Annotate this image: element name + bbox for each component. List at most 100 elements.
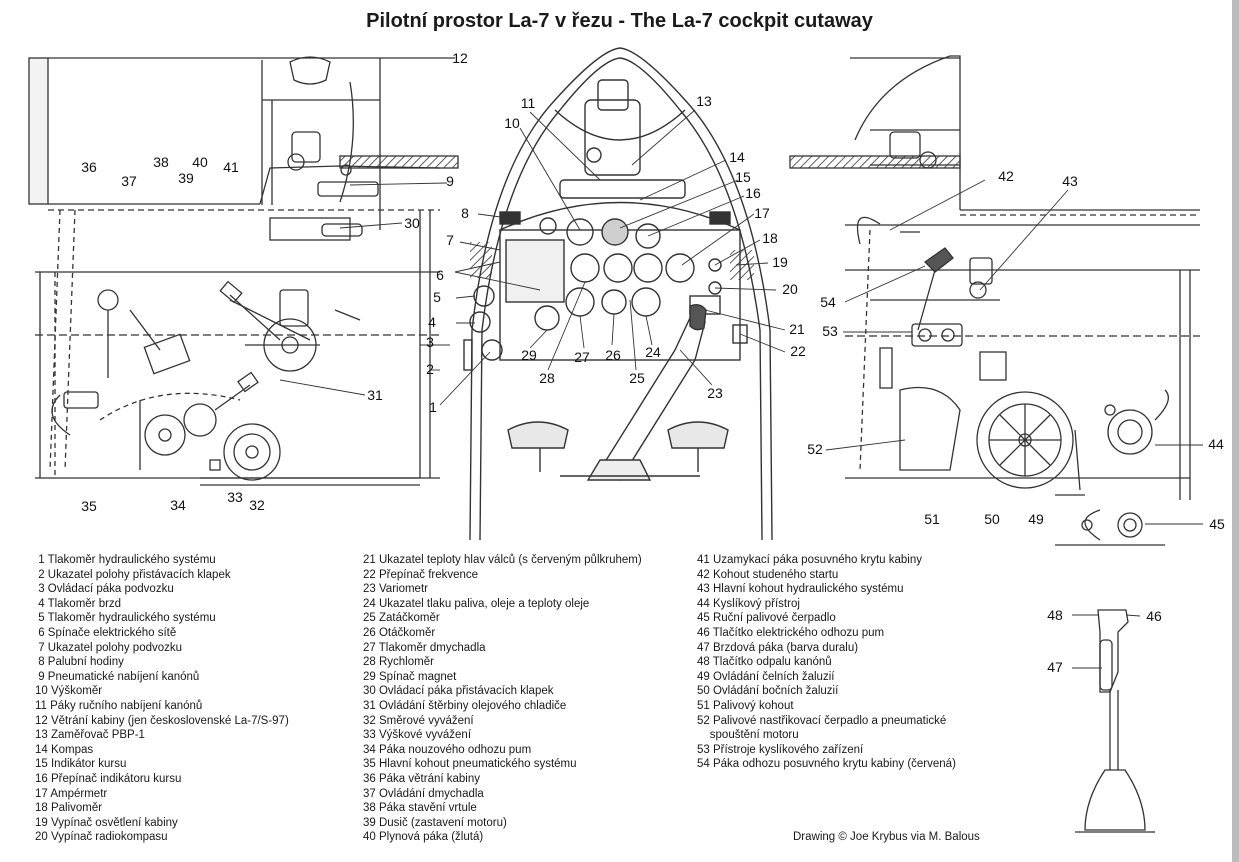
callout-4: 4 bbox=[428, 314, 436, 330]
callout-labels: 1234567891011121314151617181920212223242… bbox=[81, 50, 1225, 675]
callout-6: 6 bbox=[436, 267, 444, 283]
callout-47: 47 bbox=[1047, 659, 1063, 675]
callout-22: 22 bbox=[790, 343, 806, 359]
callout-20: 20 bbox=[782, 281, 798, 297]
legend-item: 27 Tlakoměr dmychadla bbox=[363, 641, 486, 654]
callout-52: 52 bbox=[807, 441, 823, 457]
right-side-panel bbox=[789, 55, 1200, 546]
legend-item: 31 Ovládání štěrbiny olejového chladiče bbox=[363, 699, 567, 712]
legend-item: 35 Hlavní kohout pneumatického systému bbox=[363, 758, 577, 771]
legend-item: 4 Tlakoměr brzd bbox=[35, 597, 122, 610]
page-title: Pilotní prostor La-7 v řezu - The La-7 c… bbox=[366, 10, 873, 32]
legend-item: 17 Ampérmetr bbox=[35, 787, 108, 800]
legend-item: 44 Kyslíkový přístroj bbox=[697, 597, 800, 610]
legend-item: 20 Vypínač radiokompasu bbox=[35, 831, 168, 844]
callout-34: 34 bbox=[170, 497, 186, 513]
callout-17: 17 bbox=[754, 205, 770, 221]
legend-item: 38 Páka stavění vrtule bbox=[363, 802, 477, 815]
drawing-credit: Drawing © Joe Krybus via M. Balous bbox=[793, 831, 980, 843]
legend-item: 25 Zatáčkoměr bbox=[363, 612, 440, 625]
legend-item: 3 Ovládací páka podvozku bbox=[35, 583, 174, 596]
callout-37: 37 bbox=[121, 173, 137, 189]
callout-45: 45 bbox=[1209, 516, 1225, 532]
callout-23: 23 bbox=[707, 385, 723, 401]
legend-item: 2 Ukazatel polohy přistávacích klapek bbox=[35, 568, 231, 581]
legend-item: 48 Tlačítko odpalu kanónů bbox=[697, 656, 832, 669]
legend-item: 23 Variometr bbox=[363, 583, 428, 596]
legend-item: 22 Přepínač frekvence bbox=[363, 568, 479, 581]
legend-item: 24 Ukazatel tlaku paliva, oleje a teplot… bbox=[363, 597, 590, 610]
callout-48: 48 bbox=[1047, 607, 1063, 623]
callout-3: 3 bbox=[426, 334, 434, 350]
callout-12: 12 bbox=[452, 50, 468, 66]
callout-35: 35 bbox=[81, 498, 97, 514]
legend-item: 54 Páka odhozu posuvného krytu kabiny (č… bbox=[697, 758, 956, 771]
callout-51: 51 bbox=[924, 511, 940, 527]
callout-39: 39 bbox=[178, 170, 194, 186]
legend-item: 10 Výškoměr bbox=[35, 685, 103, 698]
legend-item: 37 Ovládání dmychadla bbox=[363, 787, 484, 800]
legend-item: 6 Spínače elektrického sítě bbox=[35, 626, 177, 639]
callout-10: 10 bbox=[504, 115, 520, 131]
legend-item: 41 Uzamykací páka posuvného krytu kabiny bbox=[697, 554, 923, 566]
legend-item: 12 Větrání kabiny (jen československé La… bbox=[35, 714, 289, 727]
callout-5: 5 bbox=[433, 289, 441, 305]
legend-item: 51 Palivový kohout bbox=[697, 699, 794, 712]
legend-item: 16 Přepínač indikátoru kursu bbox=[35, 772, 182, 785]
legend-item: 1 Tlakoměr hydraulického systému bbox=[35, 554, 216, 566]
legend-item: 26 Otáčkoměr bbox=[363, 626, 436, 639]
legend-item: 13 Zaměřovač PBP-1 bbox=[35, 729, 145, 742]
legend-item: 50 Ovládání bočních žaluzií bbox=[697, 685, 839, 698]
callout-leaders bbox=[279, 57, 1203, 669]
legend-item: 11 Páky ručního nabíjení kanónů bbox=[35, 699, 203, 712]
callout-44: 44 bbox=[1208, 436, 1224, 452]
legend-item: 34 Páka nouzového odhozu pum bbox=[363, 743, 532, 756]
callout-7: 7 bbox=[446, 232, 454, 248]
callout-54: 54 bbox=[820, 294, 836, 310]
legend-item: 28 Rychloměr bbox=[363, 656, 434, 669]
callout-31: 31 bbox=[367, 387, 383, 403]
legend-item: 21 Ukazatel teploty hlav válců (s červen… bbox=[363, 554, 642, 566]
callout-2: 2 bbox=[426, 361, 434, 377]
instrument-panel-view bbox=[463, 47, 773, 541]
callout-27: 27 bbox=[574, 349, 590, 365]
legend-item: 46 Tlačítko elektrického odhozu pum bbox=[697, 626, 885, 639]
callout-1: 1 bbox=[429, 399, 437, 415]
legend-column-1: 1 Tlakoměr hydraulického systému 2 Ukaza… bbox=[35, 553, 289, 845]
callout-36: 36 bbox=[81, 159, 97, 175]
legend-item: 5 Tlakoměr hydraulického systému bbox=[35, 612, 216, 625]
callout-40: 40 bbox=[192, 154, 208, 170]
legend-item: 33 Výškové vyvážení bbox=[363, 729, 472, 742]
callout-33: 33 bbox=[227, 489, 243, 505]
legend-item: 45 Ruční palivové čerpadlo bbox=[697, 612, 836, 625]
callout-38: 38 bbox=[153, 154, 169, 170]
legend-item: 32 Směrové vyvážení bbox=[363, 714, 474, 727]
callout-29: 29 bbox=[521, 347, 537, 363]
legend-item: 36 Páka větrání kabiny bbox=[363, 772, 480, 785]
legend-column-3: 41 Uzamykací páka posuvného krytu kabiny… bbox=[697, 553, 956, 772]
legend-item: 8 Palubní hodiny bbox=[35, 656, 124, 669]
callout-26: 26 bbox=[605, 347, 621, 363]
legend-item: 7 Ukazatel polohy podvozku bbox=[35, 641, 183, 654]
legend-item: 47 Brzdová páka (barva duralu) bbox=[697, 641, 859, 654]
callout-28: 28 bbox=[539, 370, 555, 386]
legend-item: 49 Ovládání čelních žaluzií bbox=[697, 670, 835, 683]
callout-18: 18 bbox=[762, 230, 778, 246]
legend-item: 9 Pneumatické nabíjení kanónů bbox=[35, 670, 200, 683]
callout-42: 42 bbox=[998, 168, 1014, 184]
callout-21: 21 bbox=[789, 321, 805, 337]
page-edge-strip bbox=[1232, 0, 1239, 862]
callout-14: 14 bbox=[729, 149, 745, 165]
callout-43: 43 bbox=[1062, 173, 1078, 189]
callout-32: 32 bbox=[249, 497, 265, 513]
callout-19: 19 bbox=[772, 254, 788, 270]
legend-item: 40 Plynová páka (žlutá) bbox=[363, 831, 484, 844]
legend-item: 29 Spínač magnet bbox=[363, 670, 457, 683]
legend-item: 39 Dusič (zastavení motoru) bbox=[363, 816, 507, 829]
callout-9: 9 bbox=[446, 173, 454, 189]
callout-11: 11 bbox=[521, 95, 536, 111]
callout-49: 49 bbox=[1028, 511, 1044, 527]
legend-column-2: 21 Ukazatel teploty hlav válců (s červen… bbox=[363, 553, 642, 845]
callout-50: 50 bbox=[984, 511, 1000, 527]
